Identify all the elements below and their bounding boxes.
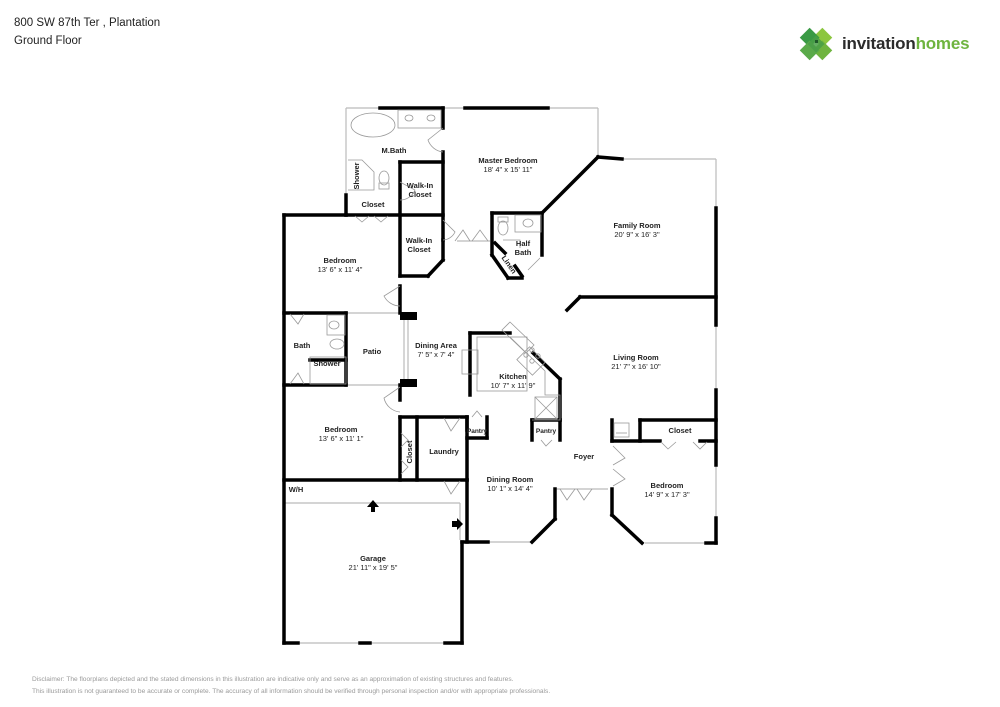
room-label: Bath (515, 248, 532, 257)
room-label: Pantry (536, 428, 557, 435)
room-label: 21' 11" x 19' 5" (349, 563, 398, 572)
room-label: 13' 6" x 11' 4" (318, 265, 363, 274)
room-label: 21' 7" x 16' 10" (611, 362, 661, 371)
room-label: W/H (289, 485, 304, 494)
sink-icon (328, 320, 340, 330)
room-label: Living Room (613, 353, 659, 362)
floor-label: Ground Floor (14, 35, 82, 47)
room-label: Walk-In (406, 236, 433, 245)
stove-icon (516, 346, 546, 376)
room-label: Garage (360, 554, 386, 563)
garage-arrows (367, 500, 463, 530)
room-label: Closet (362, 200, 385, 209)
walls (282, 106, 718, 645)
room-label: Pantry (467, 428, 488, 435)
listing-header: 800 SW 87th Ter , Plantation Ground Floo… (14, 14, 160, 50)
room-label: Dining Room (487, 475, 534, 484)
arrow-up-icon (367, 500, 379, 512)
sink-icon (426, 114, 436, 122)
toilet-icon (378, 170, 390, 186)
disclaimer: Disclaimer: The floorplans depicted and … (32, 674, 550, 698)
bathtub-icon (350, 112, 396, 138)
arrow-right-icon (452, 518, 463, 530)
room-label: 10' 1" x 14' 4" (487, 484, 533, 493)
room-label: Family Room (613, 221, 660, 230)
brand-wordmark: invitationhomes (842, 34, 970, 53)
disclaimer-line-2: This illustration is not guaranteed to b… (32, 688, 551, 695)
brand-logo: invitationhomes (798, 26, 970, 62)
shower-stall (348, 159, 375, 191)
room-label: Closet (405, 440, 414, 463)
room-label: Kitchen (499, 372, 527, 381)
toilet-icon (497, 220, 509, 236)
room-label: Laundry (429, 447, 459, 456)
room-label: 7' 5" x 7' 4" (418, 350, 455, 359)
address: 800 SW 87th Ter , Plantation (14, 17, 161, 29)
toilet-icon (329, 338, 345, 350)
room-label: Patio (363, 347, 382, 356)
disclaimer-line-1: Disclaimer: The floorplans depicted and … (32, 676, 514, 683)
room-label: M.Bath (382, 146, 407, 155)
fixtures (309, 109, 630, 438)
room-label: 10' 7" x 11' 9" (491, 381, 536, 390)
room-label: 18' 4" x 15' 11" (484, 165, 533, 174)
sink-icon (522, 218, 534, 228)
room-label: Walk-In (407, 181, 434, 190)
fridge-icon (534, 396, 558, 420)
sink-icon (404, 114, 414, 122)
room-label: 14' 9" x 17' 3" (644, 490, 690, 499)
room-label: Shower (313, 359, 340, 368)
room-label: Shower (352, 162, 361, 189)
shower-stall (309, 356, 347, 385)
room-label: Bedroom (325, 425, 358, 434)
door-swings (289, 127, 708, 501)
clover-squares-icon (799, 27, 833, 61)
room-label: 13' 6" x 11' 1" (319, 434, 364, 443)
room-label: Closet (669, 426, 692, 435)
room-label: Foyer (574, 452, 595, 461)
room-label: Bedroom (324, 256, 357, 265)
room-label: Bedroom (651, 481, 684, 490)
room-label: Bath (294, 341, 311, 350)
room-label: Closet (408, 245, 431, 254)
room-label: Dining Area (415, 341, 458, 350)
room-label: Closet (409, 190, 432, 199)
room-label: Master Bedroom (478, 156, 538, 165)
room-label: Half (516, 239, 531, 248)
room-labels: M.Bath Master Bedroom 18' 4" x 15' 11" W… (289, 146, 692, 572)
room-label: 20' 9" x 16' 3" (614, 230, 660, 239)
